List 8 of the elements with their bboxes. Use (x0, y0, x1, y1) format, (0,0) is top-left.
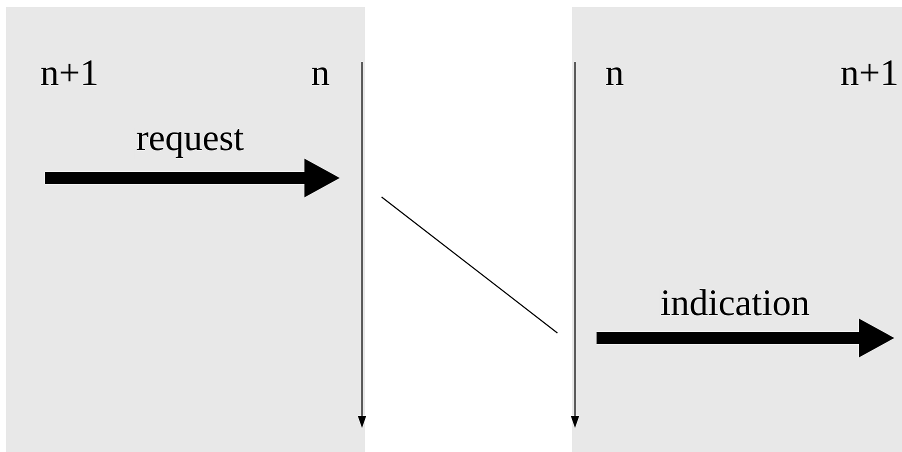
layer-label: n+1 (841, 60, 896, 85)
layer-panel (572, 7, 902, 452)
layer-label: n+1 (41, 60, 96, 85)
arrow-label: request (134, 128, 246, 160)
arrow-label: indication (659, 288, 811, 317)
layer-panel (6, 7, 365, 452)
layer-label: n (312, 67, 330, 85)
layer-label: n (606, 67, 624, 85)
